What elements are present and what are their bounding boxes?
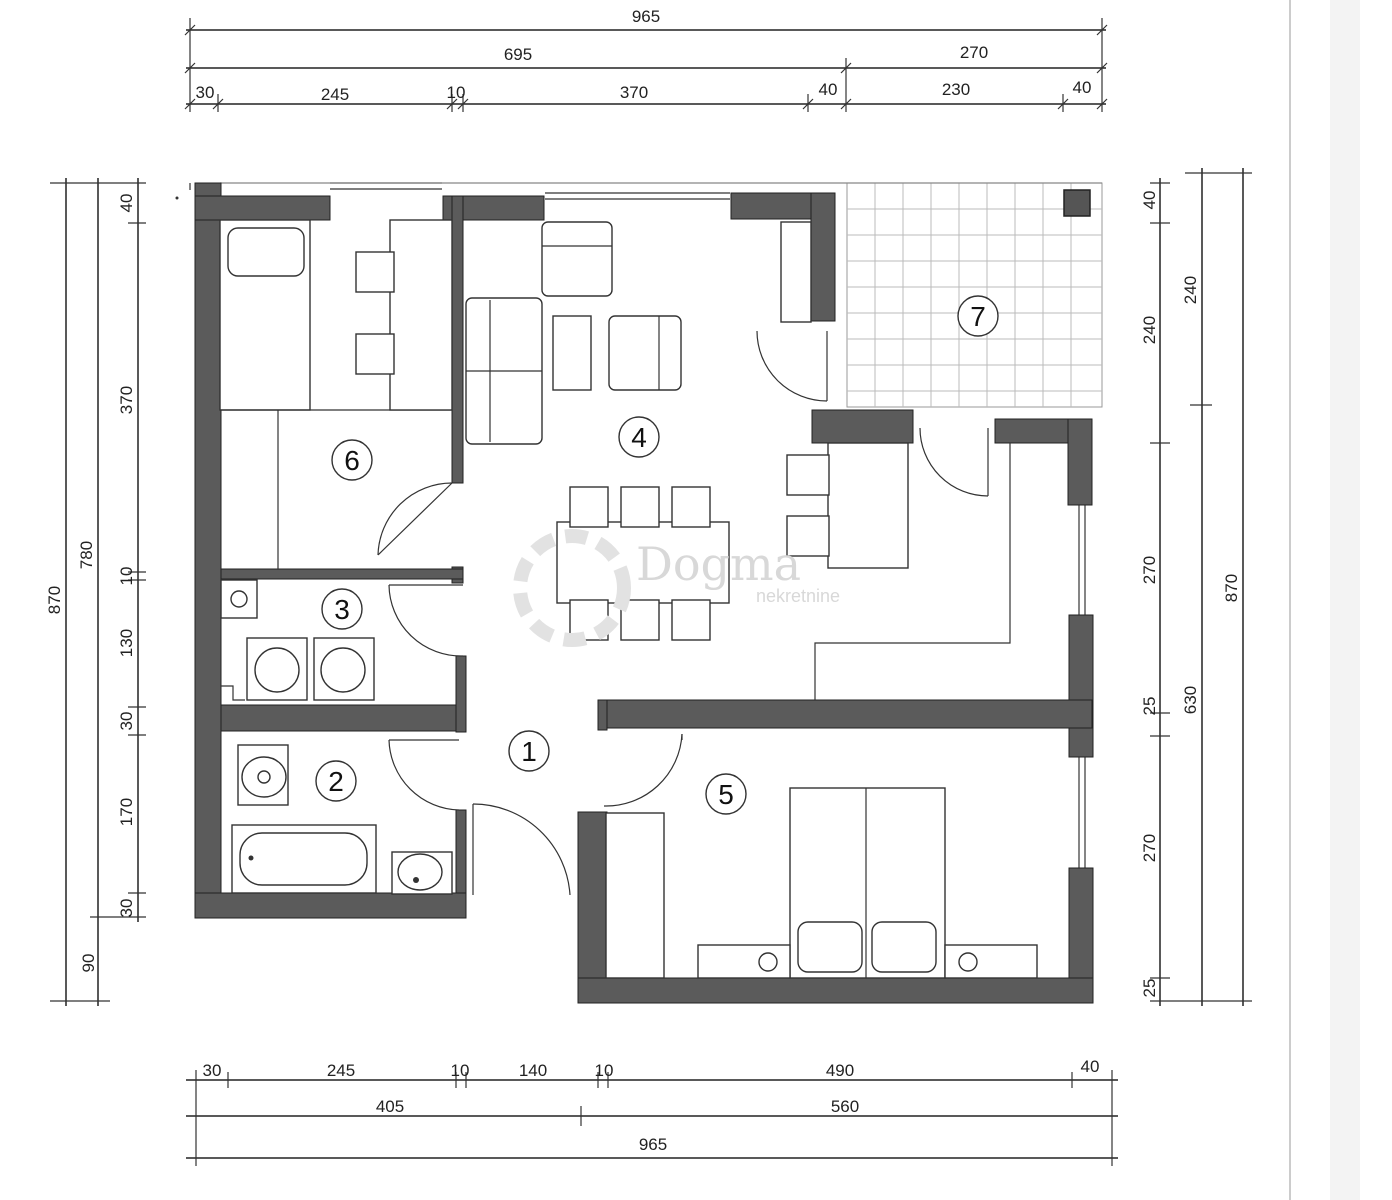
dim-bottom-seg: 30	[203, 1061, 222, 1080]
bottom-dimensions: 30 245 10 140 10 490 40 405 560 965	[186, 1057, 1118, 1166]
dim-top-seg: 10	[447, 83, 466, 102]
dim-left-seg: 30	[117, 712, 136, 731]
dim-bottom-seg: 40	[1081, 1057, 1100, 1076]
dim-top-left: 695	[504, 45, 532, 64]
dim-bottom-total: 965	[639, 1135, 667, 1154]
dim-left-sub-bottom: 90	[79, 954, 98, 973]
room-label-1: 1	[508, 730, 550, 772]
dim-right-mid-b: 630	[1181, 686, 1200, 714]
watermark-sub: nekretnine	[756, 586, 840, 606]
walls	[194, 182, 1094, 1004]
svg-text:4: 4	[631, 422, 647, 453]
dim-bottom-seg: 10	[451, 1061, 470, 1080]
terrace-floor	[846, 182, 1103, 408]
dim-top-seg: 30	[196, 83, 215, 102]
window-lines	[189, 182, 1102, 868]
terrace-post	[1063, 189, 1091, 217]
svg-text:2: 2	[328, 766, 344, 797]
dim-right-seg: 40	[1140, 191, 1159, 210]
room-label-6: 6	[331, 439, 373, 481]
dim-right-seg: 240	[1140, 316, 1159, 344]
dim-left-seg: 40	[117, 194, 136, 213]
scan-shadow	[1330, 0, 1360, 1200]
room-label-3: 3	[321, 588, 363, 630]
svg-text:7: 7	[970, 301, 986, 332]
room-label-4: 4	[618, 416, 660, 458]
room-label-2: 2	[315, 760, 357, 802]
top-dimensions: 965 695 270 30 245 10 370 40 230 40	[184, 7, 1108, 112]
dim-bottom-left: 405	[376, 1097, 404, 1116]
dim-top-total: 965	[632, 7, 660, 26]
dim-left-total: 870	[45, 586, 64, 614]
dim-right-mid-a: 240	[1181, 276, 1200, 304]
svg-text:5: 5	[718, 779, 734, 810]
dim-top-right: 270	[960, 43, 988, 62]
dim-left-seg: 170	[117, 798, 136, 826]
dim-left-seg: 130	[117, 629, 136, 657]
dim-bottom-seg: 140	[519, 1061, 547, 1080]
dim-right-seg: 270	[1140, 834, 1159, 862]
left-dimensions: 870 780 90 40 370 10 130 30 170 30	[45, 178, 146, 1006]
dim-left-seg: 10	[117, 567, 136, 586]
room-label-7: 7	[957, 295, 999, 337]
watermark: Dogma nekretnine	[513, 529, 840, 647]
dim-top-seg: 40	[1073, 78, 1092, 97]
dim-bottom-right: 560	[831, 1097, 859, 1116]
room-label-5: 5	[705, 773, 747, 815]
dim-right-total: 870	[1222, 574, 1241, 602]
dim-right-seg: 25	[1140, 697, 1159, 716]
watermark-brand: Dogma	[636, 537, 801, 591]
dim-top-seg: 245	[321, 85, 349, 104]
svg-text:1: 1	[521, 736, 537, 767]
dim-bottom-seg: 10	[595, 1061, 614, 1080]
right-dimensions: 40 240 270 25 270 25 240 630 870	[1140, 168, 1252, 1006]
dim-right-seg: 270	[1140, 556, 1159, 584]
doors	[377, 330, 989, 896]
dim-left-sub: 780	[77, 541, 96, 569]
dim-bottom-seg: 490	[826, 1061, 854, 1080]
dim-top-seg: 370	[620, 83, 648, 102]
dim-bottom-seg: 245	[327, 1061, 355, 1080]
svg-text:6: 6	[344, 445, 360, 476]
dim-top-seg: 40	[819, 80, 838, 99]
dim-top-seg: 230	[942, 80, 970, 99]
room-labels: 1 2 3 4 5 6 7	[315, 295, 999, 815]
dim-left-seg: 370	[117, 386, 136, 414]
svg-text:3: 3	[334, 594, 350, 625]
ink-dot	[175, 196, 179, 200]
dim-right-seg: 25	[1140, 979, 1159, 998]
dim-left-seg: 30	[117, 899, 136, 918]
